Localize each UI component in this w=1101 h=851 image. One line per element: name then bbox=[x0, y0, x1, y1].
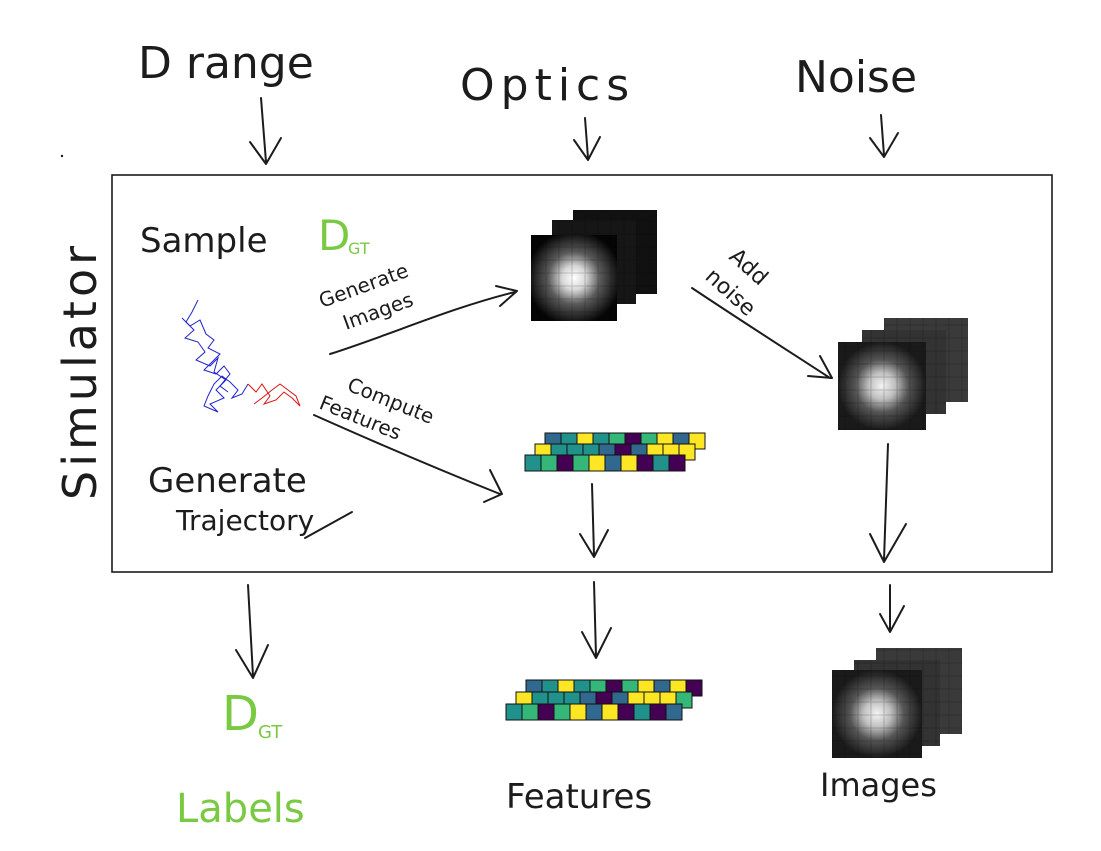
labels-d-subscript: GT bbox=[258, 722, 283, 743]
images-output-arrow bbox=[879, 584, 905, 633]
images-label: Images bbox=[820, 766, 937, 804]
features-label: Features bbox=[506, 777, 652, 817]
feature-cell bbox=[556, 454, 574, 472]
d-range-arrow bbox=[249, 97, 282, 165]
noisy-images-down-arrow bbox=[869, 443, 907, 563]
compute-features-arrow bbox=[313, 414, 503, 503]
feature-cell bbox=[505, 703, 523, 721]
feature-cell bbox=[585, 703, 603, 721]
feature-cell bbox=[617, 703, 635, 721]
sample-d-subscript: GT bbox=[348, 239, 370, 258]
sample-text: Sample bbox=[140, 221, 267, 261]
feature-cell bbox=[537, 703, 555, 721]
feature-cell bbox=[620, 454, 638, 472]
trajectory-blue-segment bbox=[184, 299, 249, 413]
sample-d-symbol: D bbox=[318, 211, 350, 260]
features-down-arrow bbox=[579, 483, 609, 558]
feature-cell bbox=[604, 454, 622, 472]
simulator-side-label: Simulator bbox=[53, 242, 107, 500]
feature-cell bbox=[524, 454, 542, 472]
optics-arrow bbox=[573, 117, 601, 161]
optics-label: Optics bbox=[460, 60, 635, 111]
feature-cell bbox=[636, 454, 654, 472]
labels-down-arrow bbox=[235, 584, 269, 679]
feature-cell bbox=[668, 454, 686, 472]
feature-cell bbox=[588, 454, 606, 472]
generate-trajectory-line2: Trajectory bbox=[175, 504, 314, 537]
feature-cell bbox=[665, 703, 683, 721]
feature-cell bbox=[652, 454, 670, 472]
trajectory-plot bbox=[181, 299, 301, 413]
labels-text: Labels bbox=[176, 786, 305, 832]
noise-label: Noise bbox=[795, 52, 917, 103]
feature-cell bbox=[569, 703, 587, 721]
feature-cell bbox=[633, 703, 651, 721]
trajectory-red-segment bbox=[247, 383, 301, 407]
simulator-box bbox=[111, 174, 1053, 573]
add-noise-arrow bbox=[691, 287, 833, 379]
feature-cell bbox=[540, 454, 558, 472]
feature-cell bbox=[572, 454, 590, 472]
trajectory-blue-detail bbox=[181, 317, 231, 393]
labels-d-symbol: D bbox=[222, 686, 259, 742]
feature-grid-output bbox=[505, 679, 703, 721]
noise-arrow bbox=[869, 114, 899, 158]
features-output-arrow bbox=[581, 581, 612, 659]
feature-cell bbox=[649, 703, 667, 721]
d-range-label: D range bbox=[138, 38, 314, 89]
feature-cell bbox=[601, 703, 619, 721]
feature-grid-inside bbox=[524, 432, 706, 472]
output-image-stack bbox=[832, 648, 962, 758]
generate-trajectory-line1: Generate bbox=[148, 461, 307, 501]
noisy-image-stack bbox=[838, 318, 968, 430]
feature-cell bbox=[553, 703, 571, 721]
feature-cell bbox=[521, 703, 539, 721]
stray-dot bbox=[60, 154, 64, 158]
clean-image-stack bbox=[531, 210, 657, 321]
generate-images-arrow bbox=[329, 285, 518, 355]
trajectory-underline bbox=[304, 511, 353, 539]
